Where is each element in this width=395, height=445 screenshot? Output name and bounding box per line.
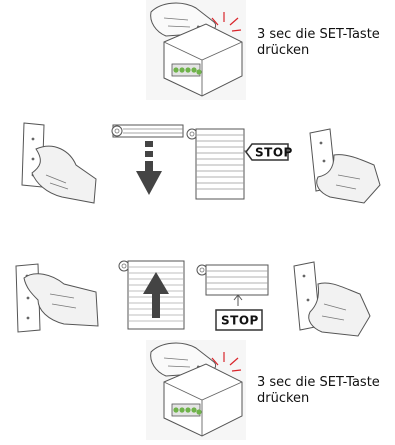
blind-opening <box>117 258 189 332</box>
step1-caption-line1: 3 sec die SET-Taste <box>257 27 380 42</box>
up-arrow-icon <box>143 272 169 318</box>
stop-badge-step2: STOP <box>245 143 292 161</box>
blind-lowered-stop: STOP <box>184 126 292 206</box>
stop-badge-step3: STOP <box>215 309 263 331</box>
step4-caption: 3 sec die SET-Taste drücken <box>257 375 392 407</box>
stop-badge-step3-label: STOP <box>221 314 259 328</box>
step1-caption-line2: drücken <box>257 43 310 58</box>
blink-indicator-icon <box>211 12 242 32</box>
step1-module-photo <box>146 0 246 100</box>
left-hand-remote-up <box>4 258 100 336</box>
left-hand-remote-down <box>6 117 98 207</box>
step4-module-photo <box>146 340 246 440</box>
stop-badge-step2-label: STOP <box>255 146 292 160</box>
step1-caption: 3 sec die SET-Taste drücken <box>257 27 392 59</box>
step4-caption-line2: drücken <box>257 391 310 406</box>
blink-indicator-icon <box>211 352 242 372</box>
blind-closed-lowering <box>105 123 187 199</box>
blind-raised-stop: STOP <box>194 262 272 336</box>
terminal-leds <box>173 67 202 75</box>
down-arrow-icon <box>136 141 162 195</box>
terminal-leds <box>173 407 202 415</box>
right-hand-remote-stop <box>290 125 382 207</box>
right-hand-remote-stop-2 <box>280 260 374 340</box>
step4-caption-line1: 3 sec die SET-Taste <box>257 375 380 390</box>
